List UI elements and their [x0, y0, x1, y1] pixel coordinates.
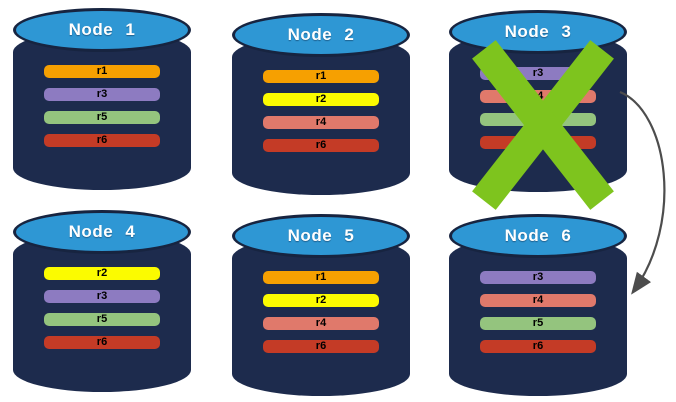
node-title: Node 2	[287, 25, 355, 44]
replica-rows: r1 r3 r5 r6	[44, 65, 160, 157]
replica-rows: r1 r2 r4 r6	[263, 271, 379, 363]
cylinder-body	[13, 30, 191, 190]
replica-row: r6	[44, 134, 160, 147]
replica-rows: r3 r4 r5 r6	[480, 271, 596, 363]
cylinder-top: Node 5	[232, 214, 410, 258]
replica-row: r6	[263, 340, 379, 353]
replica-rows: r1 r2 r4 r6	[263, 70, 379, 162]
cylinder-top: Node 2	[232, 13, 410, 57]
node-title: Node 6	[504, 226, 572, 245]
replica-row: r2	[263, 93, 379, 106]
replica-row: r4	[263, 317, 379, 330]
replica-row: r5	[480, 317, 596, 330]
replica-row: r3	[44, 290, 160, 303]
cylinder-body	[13, 232, 191, 392]
node-4-cylinder: Node 4 r2 r3 r5 r6	[13, 210, 191, 392]
replica-row: r3	[44, 88, 160, 101]
cylinder-top: Node 6	[449, 214, 627, 258]
node-6-cylinder: Node 6 r3 r4 r5 r6	[449, 214, 627, 396]
replica-row: r3	[480, 271, 596, 284]
failure-x-icon	[472, 40, 614, 210]
cylinder-top: Node 4	[13, 210, 191, 254]
replica-rows: r2 r3 r5 r6	[44, 267, 160, 359]
node-title: Node 1	[68, 20, 136, 39]
replica-row: r1	[263, 271, 379, 284]
replica-row: r5	[44, 313, 160, 326]
node-3-cylinder: Node 3 r3 r4 r5 r6	[449, 10, 627, 210]
replica-row: r2	[263, 294, 379, 307]
cylinder-body	[232, 236, 410, 396]
replica-row: r6	[263, 139, 379, 152]
replica-row: r4	[263, 116, 379, 129]
node-title: Node 3	[504, 22, 572, 41]
replica-row: r6	[480, 340, 596, 353]
replica-row: r4	[480, 294, 596, 307]
node-title: Node 4	[68, 222, 136, 241]
replica-row: r1	[44, 65, 160, 78]
replica-row: r5	[44, 111, 160, 124]
node-1-cylinder: Node 1 r1 r3 r5 r6	[13, 8, 191, 190]
replica-row: r2	[44, 267, 160, 280]
cylinder-body	[232, 35, 410, 195]
replica-row: r6	[44, 336, 160, 349]
cylinder-top: Node 1	[13, 8, 191, 52]
node-title: Node 5	[287, 226, 355, 245]
cylinder-body	[449, 236, 627, 396]
replica-row: r1	[263, 70, 379, 83]
node-5-cylinder: Node 5 r1 r2 r4 r6	[232, 214, 410, 396]
node-2-cylinder: Node 2 r1 r2 r4 r6	[232, 13, 410, 195]
